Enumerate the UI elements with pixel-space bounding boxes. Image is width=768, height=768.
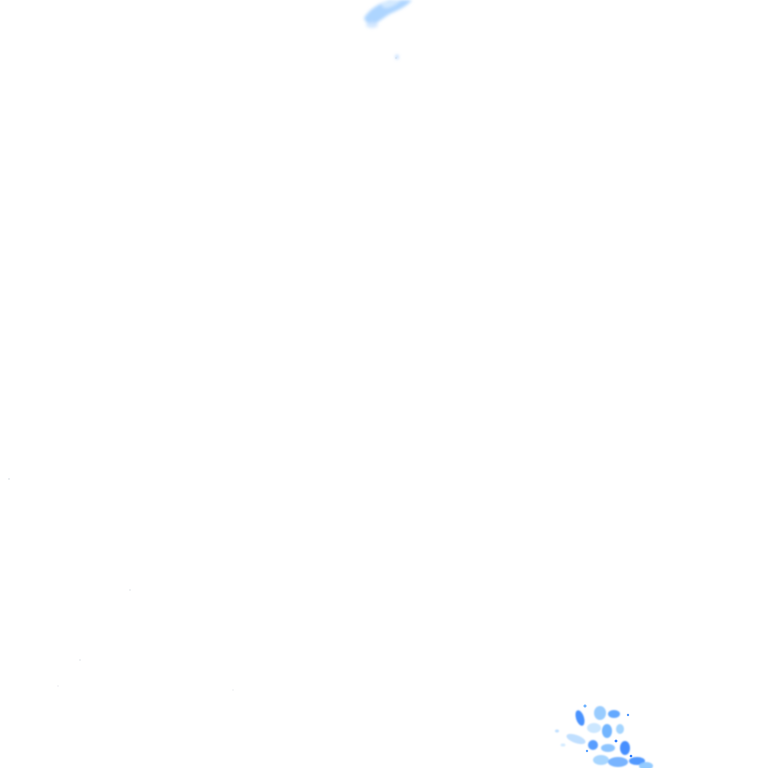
sparse-faint-specks xyxy=(8,57,397,691)
bottom-right-blue-cluster xyxy=(555,704,653,768)
top-blue-patch xyxy=(364,0,412,60)
